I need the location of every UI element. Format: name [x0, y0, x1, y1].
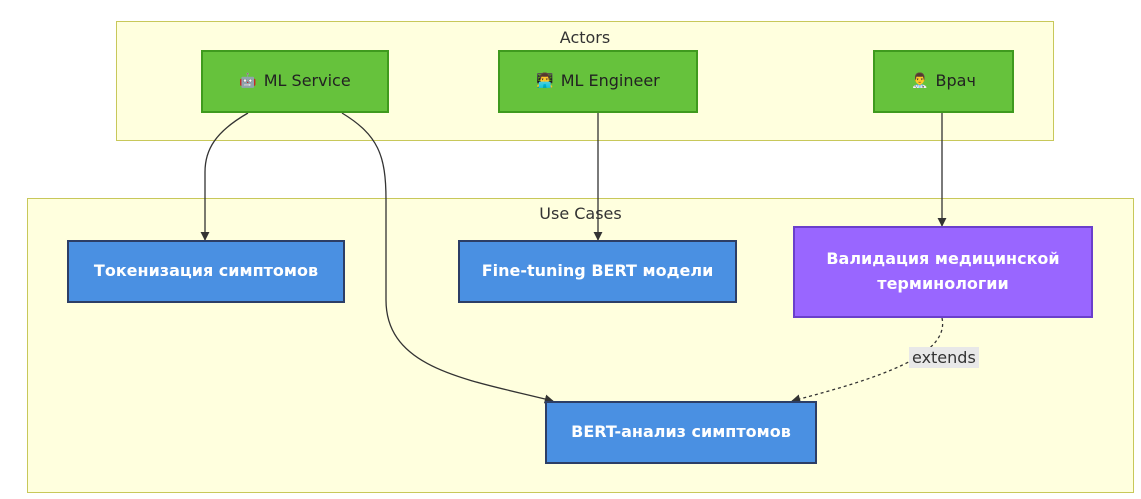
actor-ml-engineer-label: ML Engineer [560, 71, 660, 91]
actor-doctor-label: Врач [935, 71, 976, 91]
use-cases-cluster-title: Use Cases [539, 204, 622, 223]
edge-validation-extends-bert-analysis [791, 317, 944, 404]
actors-cluster-title: Actors [559, 28, 611, 47]
edge-ml-service-to-tokenization [200, 112, 249, 241]
usecase-validation[interactable]: Валидация медицинской терминологии [793, 226, 1093, 318]
usecase-fine-tuning-label: Fine-tuning BERT модели [481, 261, 714, 281]
edge-ml-service-to-bert-analysis [341, 112, 554, 404]
doctor-icon: 👨‍⚕️ [911, 72, 929, 89]
engineer-icon: 👨‍💻 [536, 72, 554, 89]
extends-label: extends [909, 347, 979, 368]
usecase-fine-tuning[interactable]: Fine-tuning BERT модели [458, 240, 737, 303]
usecase-bert-analysis-label: BERT-анализ симптомов [571, 422, 791, 442]
usecase-tokenization-label: Токенизация симптомов [93, 261, 319, 281]
robot-icon: 🤖 [239, 72, 257, 89]
usecase-bert-analysis[interactable]: BERT-анализ симптомов [545, 401, 817, 464]
actor-ml-service[interactable]: 🤖 ML Service [201, 50, 389, 113]
actor-doctor[interactable]: 👨‍⚕️ Врач [873, 50, 1014, 113]
usecase-tokenization[interactable]: Токенизация симптомов [67, 240, 345, 303]
usecase-validation-label: Валидация медицинской терминологии [826, 249, 1060, 293]
actor-ml-service-label: ML Service [263, 71, 351, 91]
actor-ml-engineer[interactable]: 👨‍💻 ML Engineer [498, 50, 698, 113]
